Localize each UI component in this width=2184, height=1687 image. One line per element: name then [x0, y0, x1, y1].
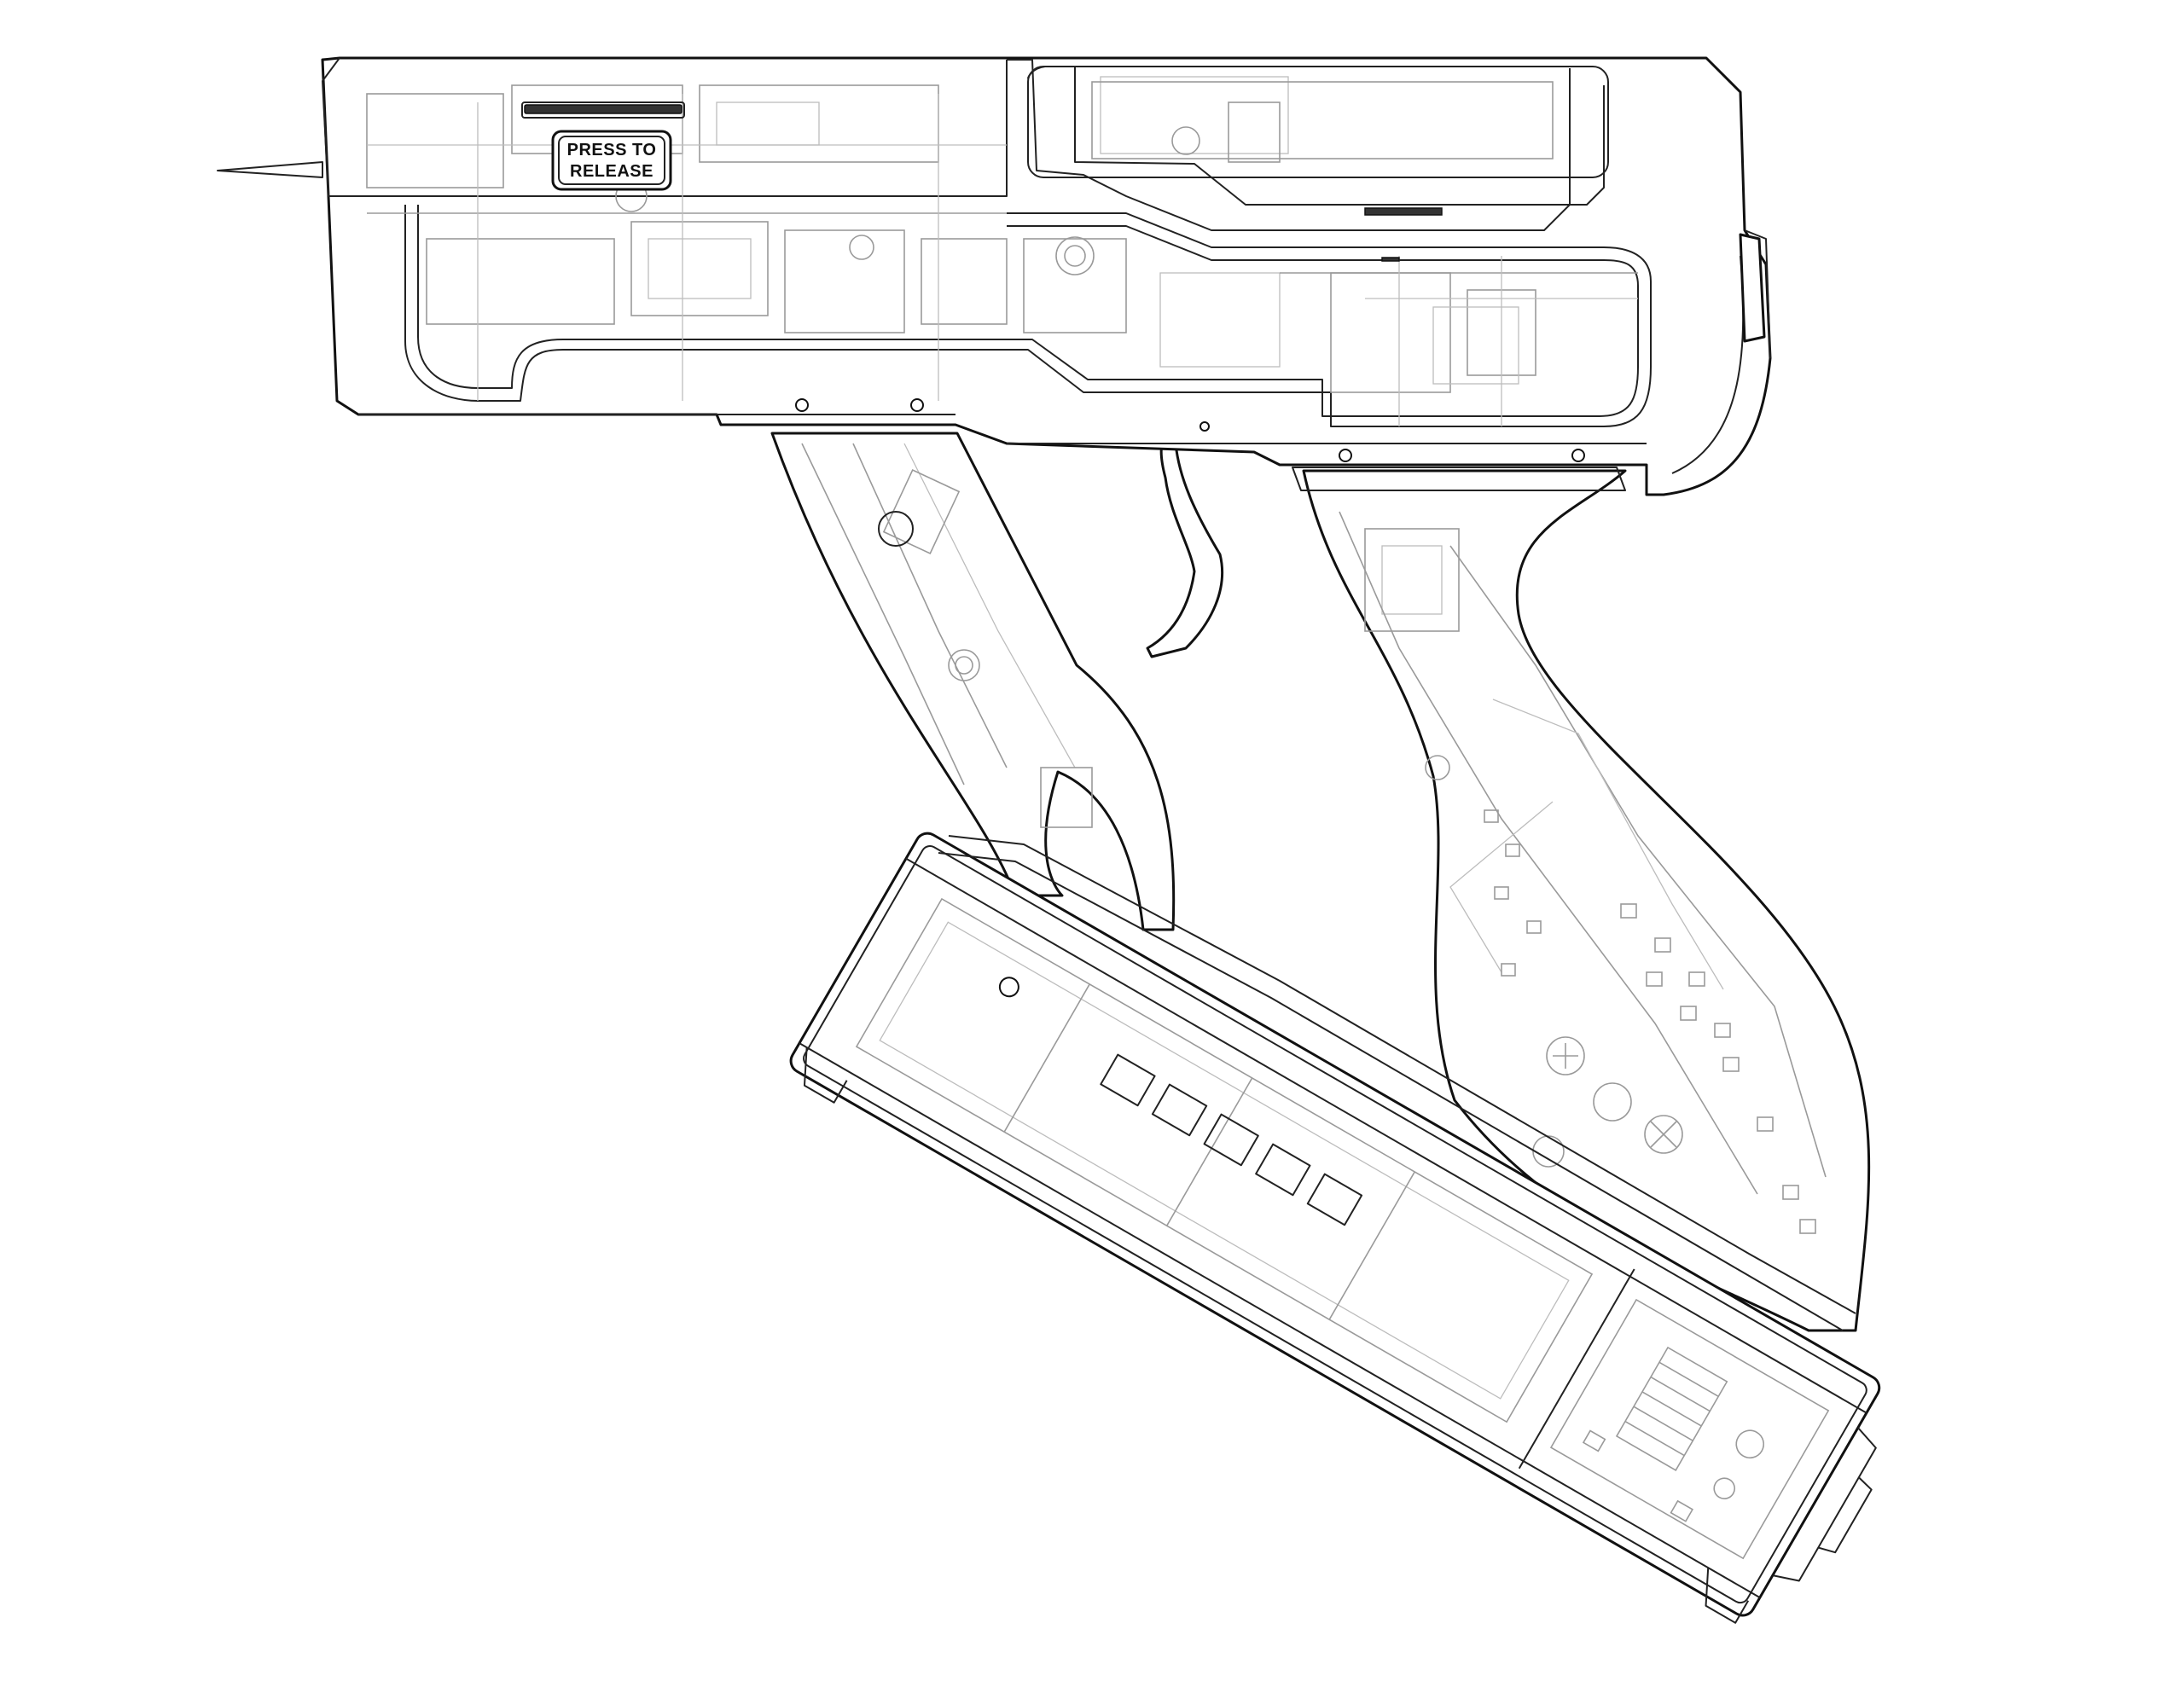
release-button[interactable]: PRESS TO RELEASE: [521, 101, 685, 191]
front-side-button[interactable]: [1739, 233, 1766, 343]
battery-pack: [789, 832, 1881, 1624]
trigger[interactable]: [1146, 442, 1224, 658]
grip-circuit-board: [1339, 511, 1827, 1234]
release-label-line2: RELEASE: [570, 162, 653, 181]
release-label-line1: PRESS TO: [567, 141, 657, 159]
main-body: [217, 56, 1772, 496]
front-strut: [770, 432, 1176, 931]
battery-mount-rail: [938, 835, 1856, 1331]
grip-handle: [1292, 467, 1871, 1332]
